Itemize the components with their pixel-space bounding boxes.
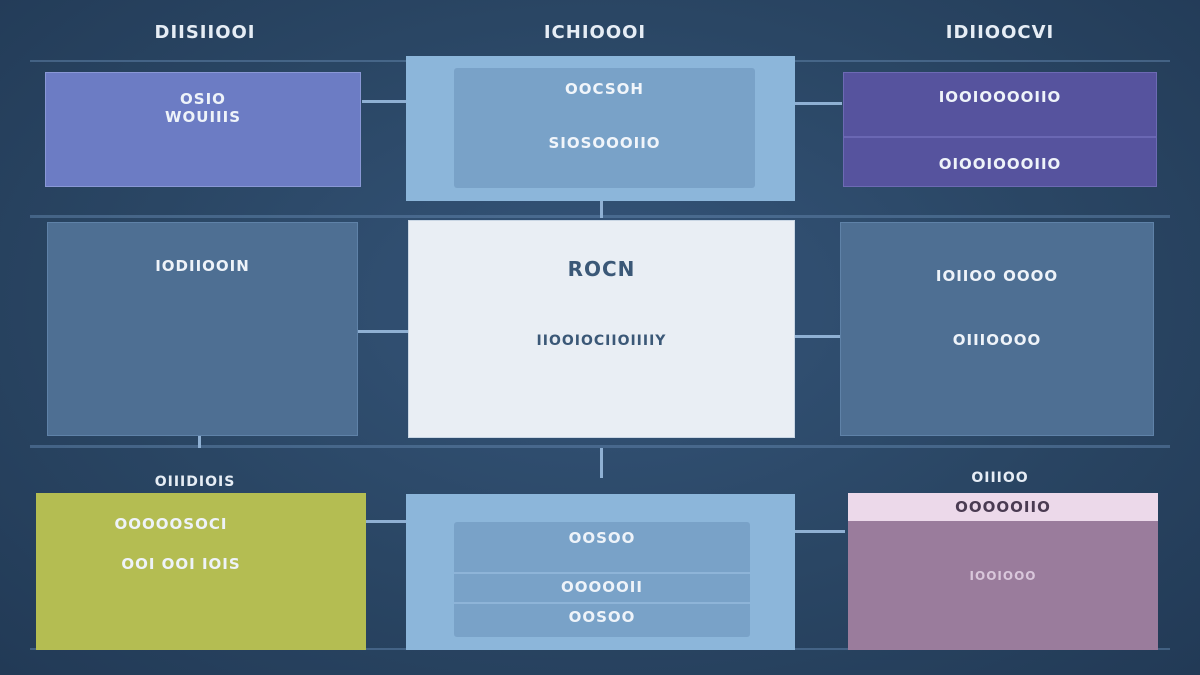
bottom-right-label: OIIIOO xyxy=(971,470,1029,486)
panel-bottom-right-line1: IOOIOOO xyxy=(969,569,1037,583)
panel-top-middle-line2: SIOSOOOIIO xyxy=(548,134,661,152)
panel-mid-left: IODIIOOIN xyxy=(47,222,358,436)
panel-bottom-middle-divider2 xyxy=(454,602,750,604)
panel-top-left-line2: WOUIIIS xyxy=(164,108,242,126)
column-header-middle: ICHIOOOI xyxy=(543,22,647,43)
panel-top-middle-inner: OOCSOH SIOSOOOIIO xyxy=(454,68,755,188)
panel-bottom-right-header-text: OOOOOIIO xyxy=(955,498,1051,516)
connector-center-down xyxy=(600,188,603,218)
panel-top-middle: OOCSOH SIOSOOOIIO xyxy=(406,56,795,201)
frame-line-lower xyxy=(30,445,1170,448)
panel-top-right-row1: IOOIOOOOIIO xyxy=(938,88,1062,106)
panel-center: ROCN IIOOIOCIIOIIIIY xyxy=(408,220,795,438)
bottom-left-label: OIIIDIOIS xyxy=(154,474,236,490)
connector-bottom-left xyxy=(366,520,406,523)
panel-top-right: IOOIOOOOIIO OIOOIOOOIIO xyxy=(843,72,1157,187)
panel-bottom-middle-line2: OOOOOII xyxy=(561,578,643,596)
connector-mid-right xyxy=(795,335,840,338)
panel-top-middle-line1: OOCSOH xyxy=(565,80,644,98)
panel-bottom-middle: OOSOO OOOOOII OOSOO xyxy=(406,494,795,650)
center-title: ROCN xyxy=(567,257,636,281)
connector-top-left xyxy=(362,100,407,103)
panel-bottom-left-line1: OOOOOSOCI xyxy=(114,515,228,533)
panel-bottom-left-line2: OOI OOI IOIS xyxy=(121,555,241,573)
panel-top-left-line1: OSIO xyxy=(180,90,226,108)
column-header-left: DIISIIOOI xyxy=(154,22,256,43)
connector-bottom-up xyxy=(600,448,603,478)
panel-bottom-middle-inner: OOSOO OOOOOII OOSOO xyxy=(454,522,750,637)
connector-mid-left xyxy=(358,330,408,333)
panel-top-left: OSIO WOUIIIS xyxy=(45,72,361,187)
panel-bottom-right-header: OOOOOIIO xyxy=(848,493,1158,521)
panel-bottom-middle-line1: OOSOO xyxy=(568,529,636,547)
panel-mid-right: IOIIOO OOOO OIIIOOOO xyxy=(840,222,1154,436)
panel-mid-left-line1: IODIIOOIN xyxy=(155,257,250,275)
panel-bottom-right: OOOOOIIO IOOIOOO xyxy=(848,493,1158,650)
connector-left-vertical xyxy=(198,436,201,448)
column-header-right: IDIIOOCVI xyxy=(945,22,1055,43)
connector-bottom-right xyxy=(795,530,845,533)
panel-mid-right-line2: OIIIOOOO xyxy=(952,331,1042,349)
panel-bottom-left: OOOOOSOCI OOI OOI IOIS xyxy=(36,493,366,650)
connector-top-right xyxy=(795,102,842,105)
panel-bottom-middle-divider xyxy=(454,572,750,574)
panel-top-right-row2: OIOOIOOOIIO xyxy=(938,155,1062,173)
panel-bottom-middle-line3: OOSOO xyxy=(568,608,636,626)
center-subtitle: IIOOIOCIIOIIIIY xyxy=(536,333,667,349)
panel-mid-right-line1: IOIIOO OOOO xyxy=(935,267,1059,285)
panel-top-right-divider xyxy=(844,136,1156,138)
